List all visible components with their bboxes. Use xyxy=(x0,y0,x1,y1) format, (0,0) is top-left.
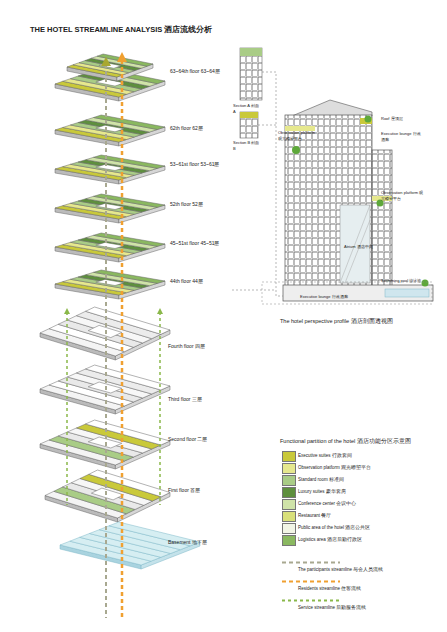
annotation-label: Roof 屋顶层 xyxy=(381,116,421,122)
plate-face xyxy=(96,164,124,170)
floor-label: 53~61st floor 53~61层 xyxy=(170,161,219,168)
floor-plate: 62th floor 62层 xyxy=(55,113,232,147)
floor-plate: 45~51st floor 45~51层 xyxy=(55,231,232,263)
legend-text: Standard room 标准间 xyxy=(298,477,344,483)
plate-face xyxy=(88,325,122,337)
legend-swatch xyxy=(282,463,296,474)
floor-label: 45~51st floor 45~51层 xyxy=(170,240,219,247)
plate-face xyxy=(88,382,122,393)
legend-text: The participants streamline 与会人员流线 xyxy=(298,567,383,573)
legend-text: Restaurant 餐厅 xyxy=(298,513,331,519)
floor-label: Second floor 二层 xyxy=(168,436,207,443)
annotation-label: Functional partition of the hotel 酒店功能分区… xyxy=(280,438,440,445)
plate-outline xyxy=(55,231,165,269)
floor-plate: Basement 地下层 xyxy=(60,520,230,570)
plate-outline xyxy=(40,418,170,476)
legend-text: Observation platform 观光瞭望平台 xyxy=(298,465,371,471)
floor-label: 52th floor 52层 xyxy=(170,201,203,208)
legend-swatch xyxy=(282,487,296,498)
floor-plate: Fourth floor 四层 xyxy=(40,305,230,361)
floor-plate: First floor 首层 xyxy=(45,468,230,523)
service-streamline xyxy=(159,312,161,505)
annotation-label: Atrium 酒店中庭 xyxy=(344,244,384,250)
plate-outline xyxy=(55,192,165,230)
floor-plate: Second floor 二层 xyxy=(40,418,230,470)
plate-face xyxy=(88,437,122,448)
annotation-label: Swimming pool 游泳池 xyxy=(381,278,431,284)
residents-streamline xyxy=(121,60,124,618)
plate-outline xyxy=(55,52,165,108)
legend-line xyxy=(282,600,340,602)
plate-face xyxy=(96,242,124,248)
legend-text: Logistics area 酒店后勤行政区 xyxy=(298,537,362,543)
plate-outline xyxy=(60,520,200,576)
legend-swatch xyxy=(282,499,296,510)
legend-swatch xyxy=(282,511,296,522)
legend-line xyxy=(282,562,340,564)
plate-face xyxy=(96,279,124,285)
floor-label: 44th floor 44层 xyxy=(170,278,203,285)
floor-plate: 52th floor 52层 xyxy=(55,192,232,224)
diagram-title: THE HOTEL STREAMLINE ANALYSIS 酒店流线分析 xyxy=(30,25,212,34)
annotation-label: Observation platform 观光瞭望平台 xyxy=(381,190,426,201)
floor-label: 62th floor 62层 xyxy=(170,125,203,132)
floor-label: Fourth floor 四层 xyxy=(168,343,205,350)
arrow-head xyxy=(101,57,111,66)
plate-face xyxy=(96,203,124,209)
legend-line-sample xyxy=(282,560,342,565)
plate-face xyxy=(91,488,123,500)
legend-swatch xyxy=(282,475,296,486)
annotation-label: Executive lounge 行政酒廊 xyxy=(381,131,421,142)
plate-outline xyxy=(40,305,170,367)
floor-plate: 63~64th floor 63~64层 xyxy=(55,52,232,102)
annotation-label: Executive lounge 行政酒廊 xyxy=(300,294,360,300)
floor-label: Basement 地下层 xyxy=(168,539,207,546)
plate-outline xyxy=(45,468,170,529)
legend-line-sample xyxy=(282,579,342,584)
arrow-head xyxy=(64,308,70,314)
legend-line-sample xyxy=(282,598,342,603)
legend-line xyxy=(282,581,340,583)
legend-text: Service streamline 后勤服务流线 xyxy=(298,605,366,611)
legend-text: Residents streamline 住客流线 xyxy=(298,586,361,592)
legend-text: Public area of the hotel 酒店公共区 xyxy=(298,525,370,531)
floor-plate: 53~61st floor 53~61层 xyxy=(55,153,232,185)
plate-outline xyxy=(55,153,165,191)
plate-face xyxy=(99,63,121,69)
annotation-label: Section A 剖面A xyxy=(233,103,261,114)
floor-label: 63~64th floor 63~64层 xyxy=(170,68,220,75)
annotation-label: Observation platform 观光瞭望平台 xyxy=(278,130,320,141)
plate-outline xyxy=(40,363,170,421)
plate-face xyxy=(96,125,124,132)
arrow-head xyxy=(117,52,127,62)
plate-outline xyxy=(55,268,165,306)
plate-outline xyxy=(55,113,165,153)
annotation-label: The hotel perspective profile 酒店剖面透视图 xyxy=(280,318,420,325)
service-streamline xyxy=(66,312,68,505)
legend-swatch xyxy=(282,535,296,546)
legend-swatch xyxy=(282,523,296,534)
participants-streamline xyxy=(105,64,107,618)
legend-swatch xyxy=(282,451,296,462)
floor-label: First floor 首层 xyxy=(168,487,200,494)
legend-text: Executive suites 行政套间 xyxy=(298,453,352,459)
legend-text: Conference center 会议中心 xyxy=(298,501,356,507)
arrow-head xyxy=(157,308,163,314)
floor-label: Third floor 三层 xyxy=(168,396,202,403)
annotation-label: Section B 剖面B xyxy=(233,140,261,151)
legend-text: Luxury suites 豪华套房 xyxy=(298,489,346,495)
floor-plate: 44th floor 44层 xyxy=(55,268,232,300)
floor-plate: Third floor 三层 xyxy=(40,363,230,415)
